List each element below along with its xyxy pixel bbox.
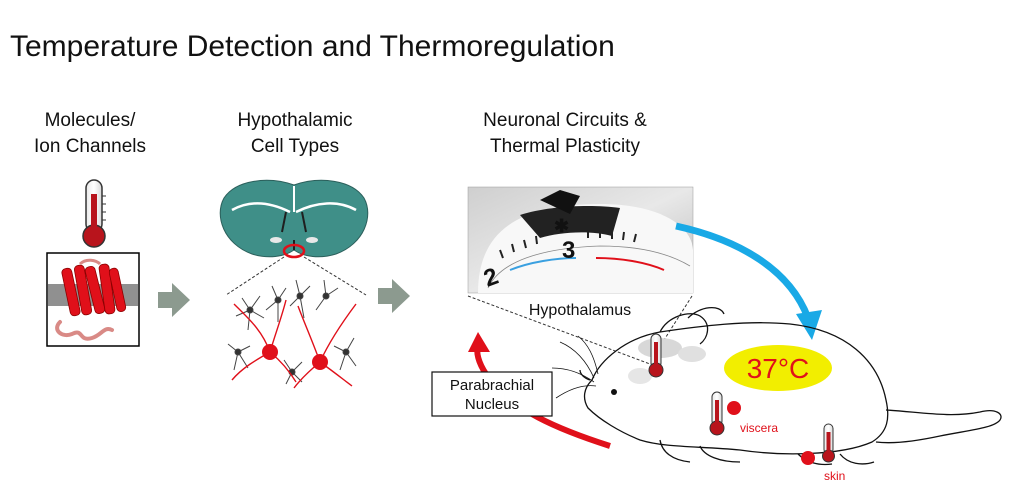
whiskers (551, 335, 599, 399)
hypothalamus-highlight (282, 243, 306, 259)
body-temp-value: 37°C (747, 353, 810, 384)
zoom-line-left (225, 256, 285, 296)
heading-molecules-line2: Ion Channels (34, 136, 146, 157)
dial-zoom-line-left (467, 295, 651, 365)
heading-cell-types-line1: Hypothalamic (237, 110, 353, 131)
dial-zoom-line-right (663, 295, 693, 341)
thermostat-dial-image: ✱ 3 2 (467, 186, 694, 294)
heading-cell-types-line2: Cell Types (250, 136, 340, 157)
heading-cell-types: Hypothalamic Cell Types (215, 108, 375, 160)
neuron-cluster (227, 279, 357, 385)
brain-section-icon (219, 179, 369, 259)
parabrachial-box: Parabrachial Nucleus (431, 371, 553, 417)
ion-channel-panel (46, 252, 140, 347)
heading-circuits-line1: Neuronal Circuits & (483, 110, 647, 131)
ion-channel-protein (61, 263, 127, 317)
red-neurons (231, 299, 357, 389)
label-hypothalamus: Hypothalamus (529, 302, 631, 319)
skin-dot (801, 451, 815, 465)
viscera-thermometer-icon (709, 391, 725, 436)
blue-arrow (675, 222, 822, 340)
page-title: Temperature Detection and Thermoregulati… (10, 30, 615, 63)
heading-molecules-line1: Molecules/ (44, 110, 136, 131)
label-skin: skin (824, 469, 845, 483)
heading-molecules: Molecules/ Ion Channels (20, 108, 160, 160)
sun-icon: ✱ (554, 216, 569, 236)
body-temp-badge (724, 345, 832, 391)
zoom-line-right (303, 256, 367, 296)
viscera-dot (727, 401, 741, 415)
arrow-to-cell-types (158, 283, 190, 317)
dial-number-3: 3 (562, 237, 575, 264)
label-parabrachial-2: Nucleus (465, 396, 519, 413)
label-viscera: viscera (740, 421, 778, 435)
brain-thermometer-icon (648, 333, 664, 378)
heading-circuits: Neuronal Circuits & Thermal Plasticity (455, 108, 675, 160)
mouse-outline (579, 307, 1002, 466)
heading-circuits-line2: Thermal Plasticity (490, 136, 640, 157)
arrow-to-circuits (378, 279, 410, 313)
skin-thermometer-icon (822, 423, 835, 463)
thermometer-icon (82, 179, 106, 248)
dial-ticks (499, 230, 637, 259)
label-parabrachial-1: Parabrachial (450, 377, 534, 394)
mouse-eye (611, 389, 617, 395)
